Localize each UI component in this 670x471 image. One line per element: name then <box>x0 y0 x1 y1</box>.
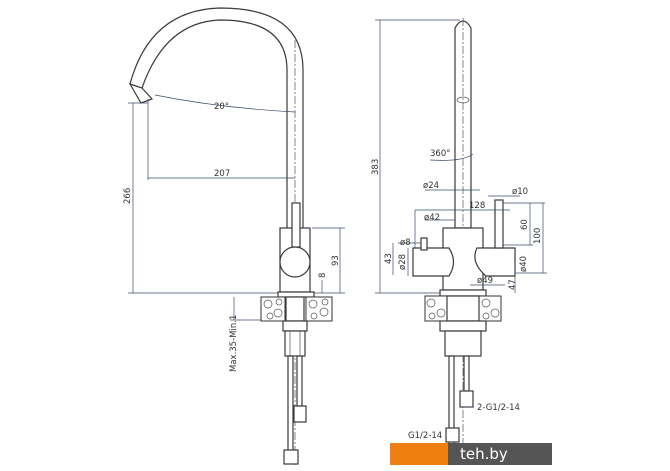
dim-lever-diameter: ø10 <box>512 187 528 197</box>
right-view-faucet <box>412 18 516 465</box>
left-view-faucet <box>128 7 333 465</box>
dim-pipe-diameter: ø24 <box>423 181 439 191</box>
dim-angle: 20° <box>214 102 229 112</box>
right-view-dimension-lines <box>375 19 547 294</box>
dim-countertop: Max.35-Min.1 <box>229 315 239 372</box>
dim-reach: 207 <box>214 169 230 179</box>
dim-handle-diameter: ø40 <box>519 256 529 272</box>
dim-height: 266 <box>123 188 133 204</box>
dim-rotation: 360° <box>430 149 450 159</box>
dim-base-diameter: ø49 <box>477 276 493 286</box>
dim-left-height: 43 <box>384 253 394 264</box>
logo-orange-block <box>390 443 448 465</box>
logo-text: teh.by <box>460 445 508 463</box>
dim-hose-thread-bottom: G1/2-14 <box>408 431 442 441</box>
dim-hose-thread: 2-G1/2-14 <box>477 403 520 413</box>
dim-base-offset: 8 <box>318 273 328 278</box>
watermark-logo: teh.by <box>390 443 552 465</box>
dim-base-height: 47 <box>508 279 518 290</box>
dim-left-diameter: ø28 <box>398 254 408 270</box>
dim-body-height: 93 <box>331 255 341 266</box>
left-view-dimension-lines <box>128 94 345 321</box>
dim-lever-height: 60 <box>520 219 530 230</box>
dim-handle-height: 100 <box>533 228 543 244</box>
dim-width: 128 <box>469 201 485 211</box>
dim-body-diameter: ø42 <box>424 213 440 223</box>
dim-total-height: 383 <box>371 159 381 175</box>
dim-pin-diameter: ø8 <box>400 238 411 248</box>
